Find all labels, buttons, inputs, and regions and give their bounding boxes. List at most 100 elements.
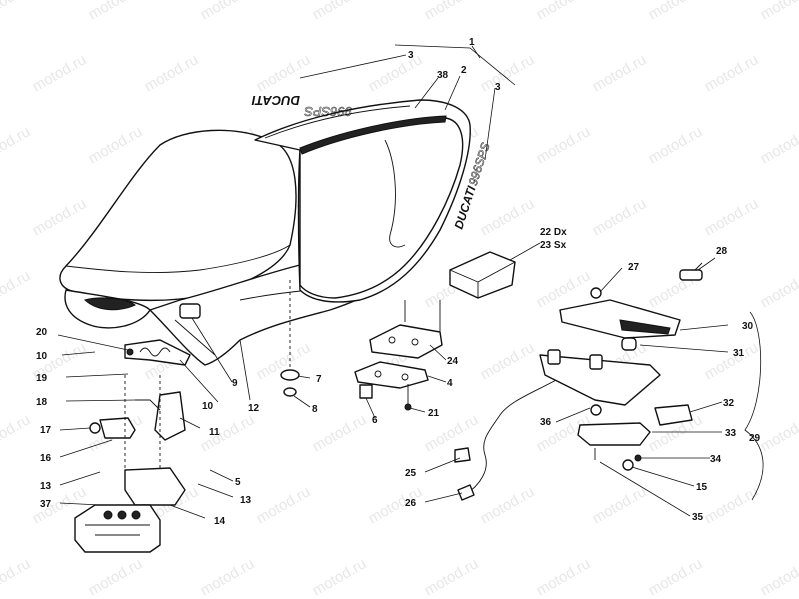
cable-clip-25 [454, 447, 471, 463]
callout-35: 35 [692, 512, 704, 523]
decal-model-side: 996SPS [466, 141, 493, 187]
callout-4: 4 [447, 378, 453, 389]
decal-model-top: 996SPS [304, 104, 352, 119]
watermark-text: motod.ru [646, 0, 706, 23]
callout-30: 30 [742, 321, 754, 332]
callout-13b: 13 [240, 495, 252, 506]
callout-2: 2 [461, 65, 467, 76]
latch-assembly [74, 339, 191, 553]
watermark-text: motod.ru [422, 555, 482, 599]
watermark-text: motod.ru [0, 267, 33, 311]
callout-5: 5 [235, 477, 241, 488]
watermark-text: motod.ru [758, 267, 799, 311]
callout-3a: 3 [408, 50, 414, 61]
callout-8: 8 [312, 404, 318, 415]
watermark-text: motod.ru [646, 555, 706, 599]
watermark-text: motod.ru [534, 555, 594, 599]
callout-19: 19 [36, 373, 48, 384]
watermark-text: motod.ru [702, 195, 762, 239]
watermark-text: motod.ru [310, 0, 370, 23]
callout-17: 17 [40, 425, 52, 436]
watermark-text: motod.ru [758, 411, 799, 455]
tail-light-assembly [539, 262, 703, 471]
callout-10a: 10 [36, 351, 48, 362]
watermark-text: motod.ru [478, 483, 538, 527]
watermark-text: motod.ru [534, 0, 594, 23]
callout-34: 34 [710, 454, 722, 465]
callout-12: 12 [248, 403, 260, 414]
callout-labels: 1 2 3 3 38 22 Dx 23 Sx 28 27 30 31 24 4 … [36, 37, 761, 527]
watermark-text: motod.ru [254, 51, 314, 95]
callout-38: 38 [437, 70, 449, 81]
bracket-24 [369, 300, 443, 359]
callout-27: 27 [628, 262, 640, 273]
watermark-text: motod.ru [702, 483, 762, 527]
watermark-text: motod.ru [702, 339, 762, 383]
watermark-text: motod.ru [86, 0, 146, 23]
callout-33: 33 [725, 428, 737, 439]
watermark-text: motod.ru [0, 555, 33, 599]
callout-28: 28 [716, 246, 728, 257]
seat-cable [464, 374, 566, 496]
watermark-text: motod.ru [198, 411, 258, 455]
callout-13a: 13 [40, 481, 52, 492]
callout-29: 29 [749, 433, 761, 444]
watermark-text: motod.ru [758, 123, 799, 167]
callout-15: 15 [696, 482, 708, 493]
grommet-7 [280, 369, 300, 381]
watermark-text: motod.ru [590, 51, 650, 95]
callout-1: 1 [469, 37, 475, 48]
watermark-text: motod.ru [478, 339, 538, 383]
bracket-4 [354, 361, 429, 389]
decal-seat: DUCATI 996SPS [251, 93, 352, 119]
callout-22: 22 Dx [540, 227, 567, 238]
watermark-text: motod.ru [0, 0, 33, 23]
watermark-text: motod.ru [758, 555, 799, 599]
watermark-text: motod.ru [590, 483, 650, 527]
callout-36: 36 [540, 417, 552, 428]
watermark-text: motod.ru [310, 555, 370, 599]
callout-16: 16 [40, 453, 52, 464]
watermark-text: motod.ru [366, 483, 426, 527]
watermark-text: motod.ru [86, 123, 146, 167]
watermark-text: motod.ru [142, 51, 202, 95]
callout-20: 20 [36, 327, 48, 338]
watermark-text: motod.ru [30, 195, 90, 239]
watermark-text: motod.ru [198, 555, 258, 599]
callout-21: 21 [428, 408, 440, 419]
callout-3b: 3 [495, 82, 501, 93]
group-bracket-29 [744, 311, 764, 501]
watermark-text: motod.ru [590, 195, 650, 239]
callout-25: 25 [405, 468, 417, 479]
callout-32: 32 [723, 398, 735, 409]
screw-8 [283, 387, 297, 397]
group-bracket-1 [394, 44, 516, 86]
callout-26: 26 [405, 498, 417, 509]
callout-18: 18 [36, 397, 48, 408]
watermark-text: motod.ru [366, 51, 426, 95]
watermark-text: motod.ru [254, 483, 314, 527]
watermark-text: motod.ru [478, 195, 538, 239]
callout-7: 7 [316, 374, 322, 385]
callout-11: 11 [209, 427, 220, 438]
decal-brand-top: DUCATI [251, 93, 300, 108]
callout-24: 24 [447, 356, 459, 367]
leader-lines [57, 45, 729, 519]
pad-part [449, 251, 516, 299]
callout-6: 6 [372, 415, 378, 426]
tail-cowl [254, 99, 471, 303]
watermark-text: motod.ru [422, 0, 482, 23]
callout-14: 14 [214, 516, 226, 527]
watermark-text: motod.ru [0, 411, 33, 455]
watermark-text: motod.ru [30, 51, 90, 95]
watermark-text: motod.ru [534, 123, 594, 167]
watermark-text: motod.ru [702, 51, 762, 95]
watermark-text: motod.ru [478, 51, 538, 95]
watermark-text: motod.ru [86, 555, 146, 599]
bolt-6 [359, 384, 373, 399]
callout-10b: 10 [202, 401, 214, 412]
callout-31: 31 [733, 348, 745, 359]
watermark-text: motod.ru [198, 0, 258, 23]
